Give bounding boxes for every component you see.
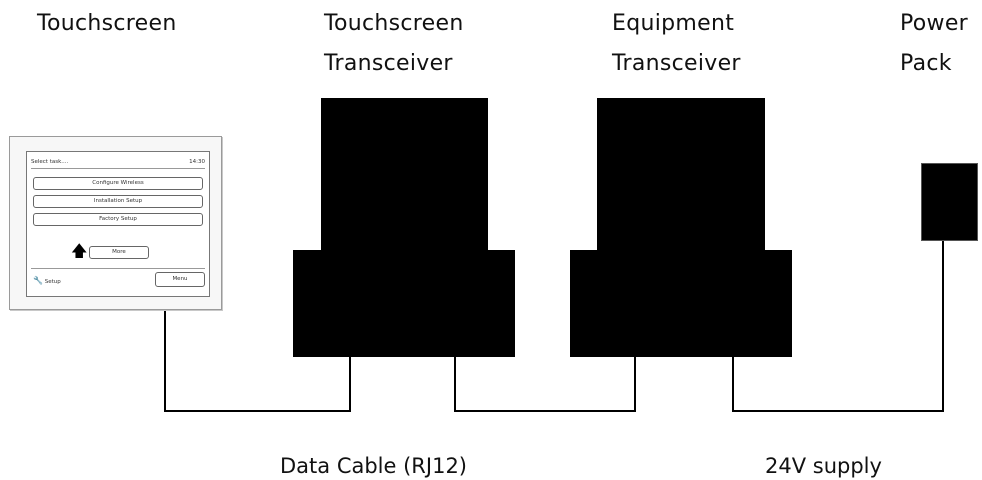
- up-arrow-icon: 🡅: [71, 241, 88, 260]
- factory-setup-button[interactable]: Factory Setup: [33, 213, 203, 226]
- power-pack-label-line1: Power: [900, 11, 969, 36]
- touchscreen-transceiver-top: [321, 98, 488, 258]
- equipment-transceiver-base: [570, 250, 792, 357]
- menu-button[interactable]: Menu: [155, 272, 205, 287]
- power-pack-label: Power Pack: [900, 4, 968, 84]
- equipment-transceiver-label-line1: Equipment: [612, 11, 735, 36]
- power-supply-cable: [732, 241, 944, 412]
- touchscreen-transceiver-label: Touchscreen Transceiver: [324, 4, 464, 84]
- touchscreen-device: Select task.... 14:30 Configure Wireless…: [9, 136, 222, 310]
- equipment-transceiver-label: Equipment Transceiver: [612, 4, 741, 84]
- equipment-transceiver-top: [597, 98, 765, 258]
- screen-header-title: Select task....: [31, 159, 69, 165]
- installation-setup-button[interactable]: Installation Setup: [33, 195, 203, 208]
- touchscreen-transceiver-label-line2: Transceiver: [324, 51, 453, 76]
- power-pack: [921, 163, 978, 241]
- supply-label: 24V supply: [765, 454, 882, 478]
- screen-header: Select task.... 14:30: [31, 156, 205, 169]
- touchscreen-transceiver-label-line1: Touchscreen: [324, 11, 464, 36]
- more-button[interactable]: More: [89, 246, 149, 259]
- equipment-transceiver-label-line2: Transceiver: [612, 51, 741, 76]
- screen-header-time: 14:30: [189, 159, 205, 165]
- wrench-icon: 🔧: [33, 276, 43, 285]
- configure-wireless-button[interactable]: Configure Wireless: [33, 177, 203, 190]
- touchscreen-data-cable: [164, 310, 351, 412]
- touchscreen-transceiver-base: [293, 250, 515, 357]
- touchscreen-display: Select task.... 14:30 Configure Wireless…: [26, 151, 210, 297]
- touchscreen-label: Touchscreen: [37, 4, 177, 44]
- data-cable-label: Data Cable (RJ12): [280, 454, 468, 478]
- touchscreen-label-text: Touchscreen: [37, 11, 177, 36]
- power-pack-label-line2: Pack: [900, 51, 952, 76]
- transceiver-link-cable: [454, 357, 636, 412]
- screen-footer-divider: [31, 268, 205, 269]
- setup-link[interactable]: 🔧 Setup: [33, 273, 61, 290]
- setup-label: Setup: [44, 279, 61, 285]
